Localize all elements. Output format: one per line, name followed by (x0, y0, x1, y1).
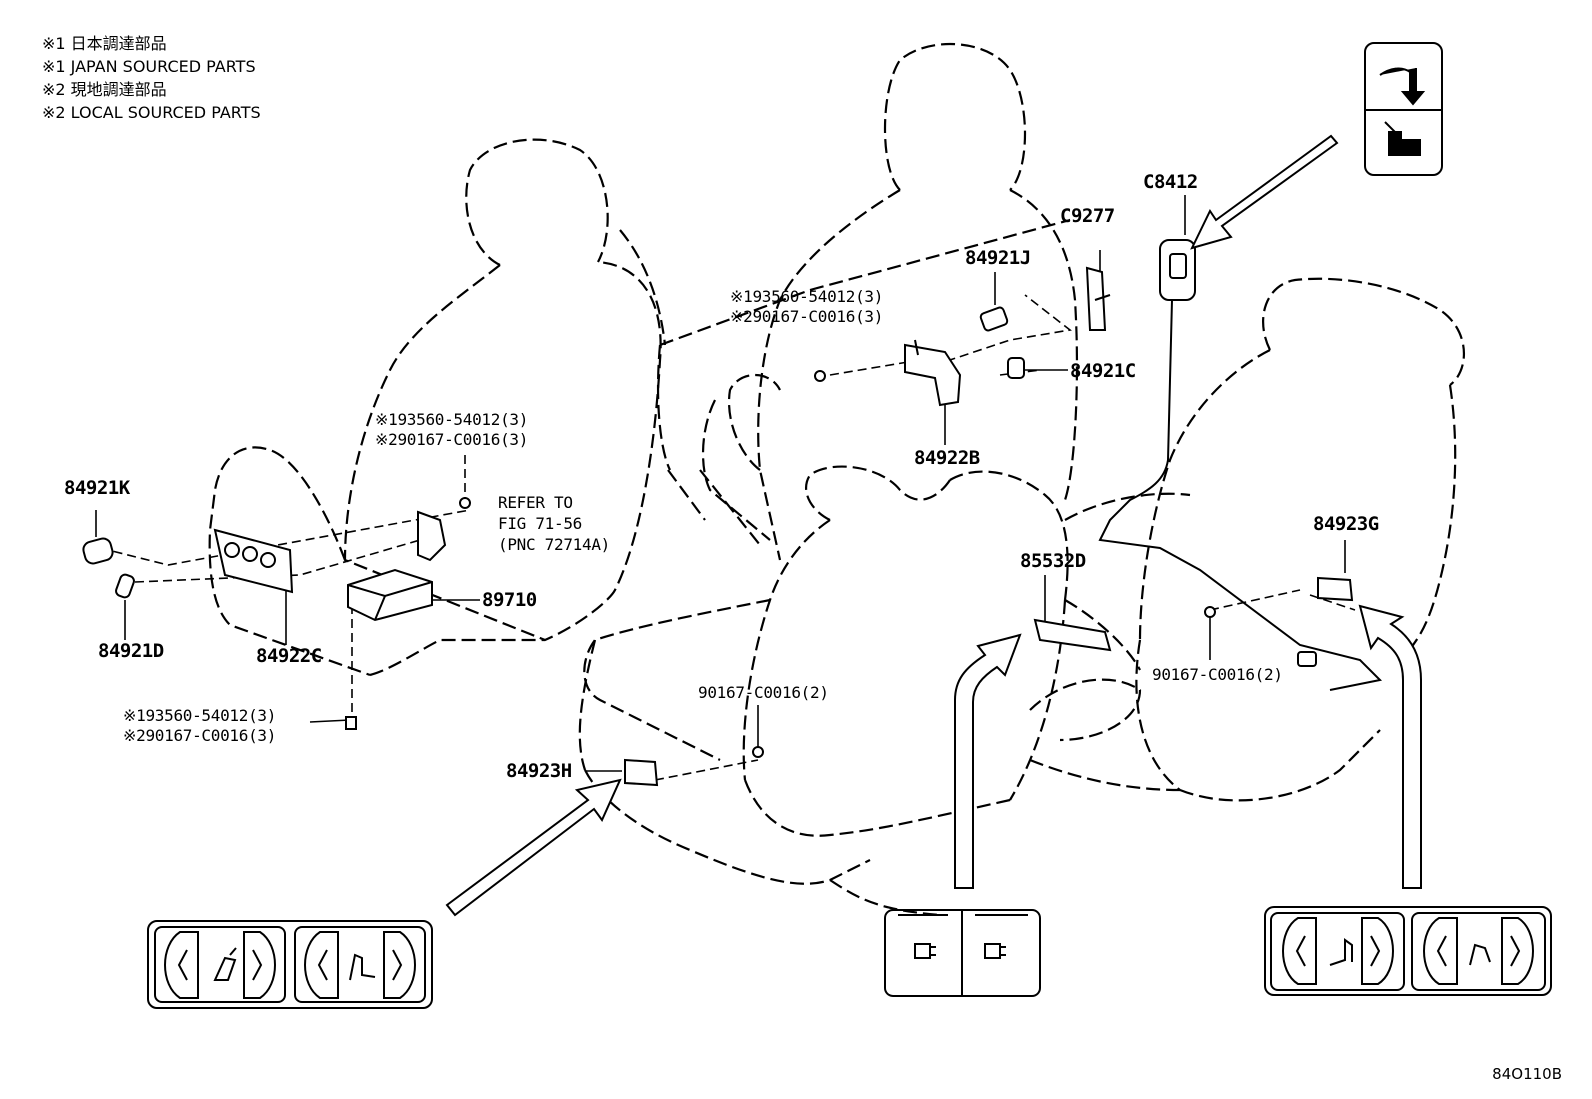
label-84922b[interactable]: 84922B (914, 447, 980, 469)
legend-line-4: ※2 LOCAL SOURCED PARTS (42, 103, 261, 122)
label-84921j[interactable]: 84921J (965, 247, 1031, 269)
inset-console-switch (884, 909, 1041, 997)
legend-line-2: ※1 JAPAN SOURCED PARTS (42, 57, 256, 76)
part-84923g-switch (1317, 576, 1354, 602)
part-84921j (979, 306, 1009, 332)
arrow-to-85532d (954, 633, 1022, 889)
label-84921d[interactable]: 84921D (98, 640, 164, 662)
c8412-cable (1098, 299, 1383, 691)
label-84921c[interactable]: 84921C (1070, 360, 1136, 382)
label-bolt-left-2[interactable]: ※290167-C0016(3) (375, 430, 529, 449)
middle-seat-outline (699, 42, 1079, 561)
arrow-to-84923g (1358, 604, 1422, 889)
part-84921d (115, 573, 135, 599)
label-screw-mid[interactable]: 90167-C0016(2) (698, 683, 829, 702)
screw-mid-icon (752, 746, 764, 758)
inset-lower-seat-switch (147, 920, 433, 1009)
label-84923g[interactable]: 84923G (1313, 513, 1379, 535)
part-84921c (1007, 357, 1025, 379)
bolt-top-icon (814, 370, 826, 382)
bolt-left-icon (459, 497, 471, 509)
label-bolt-top-1[interactable]: ※193560-54012(3) (730, 287, 884, 306)
refer-line-3[interactable]: (PNC 72714A) (498, 535, 610, 554)
screw-right-icon (1204, 606, 1216, 618)
arrow-to-84923h (445, 778, 622, 917)
label-bolt-top-2[interactable]: ※290167-C0016(3) (730, 307, 884, 326)
label-bolt-low-2[interactable]: ※290167-C0016(3) (123, 726, 277, 745)
label-85532d[interactable]: 85532D (1020, 550, 1086, 572)
label-84923h[interactable]: 84923H (506, 760, 572, 782)
illustration-code: 84O110B (1492, 1065, 1562, 1083)
refer-line-2[interactable]: FIG 71-56 (498, 514, 582, 533)
part-84921k (82, 537, 114, 565)
label-bolt-low-1[interactable]: ※193560-54012(3) (123, 706, 277, 725)
label-c8412[interactable]: C8412 (1143, 171, 1198, 193)
part-84923h-switch (624, 758, 659, 787)
inset-flip-switch (1364, 42, 1443, 176)
arrow-to-c8412 (1190, 134, 1339, 250)
label-84921k[interactable]: 84921K (64, 477, 130, 499)
left-seat-outline (208, 138, 667, 677)
label-84922c[interactable]: 84922C (256, 645, 322, 667)
refer-line-1: REFER TO (498, 493, 573, 512)
right-seat-outline (1029, 277, 1466, 802)
label-screw-right[interactable]: 90167-C0016(2) (1152, 665, 1283, 684)
label-c9277[interactable]: C9277 (1060, 205, 1115, 227)
legend-line-1: ※1 日本調達部品 (42, 34, 167, 53)
legend-line-3: ※2 現地調達部品 (42, 80, 167, 99)
sourcing-legend: ※1 日本調達部品 ※1 JAPAN SOURCED PARTS ※2 現地調達… (42, 32, 261, 124)
label-89710[interactable]: 89710 (482, 589, 537, 611)
inset-right-seat-switch (1264, 906, 1552, 996)
part-bracket-left (417, 510, 447, 562)
part-84922b-bracket (904, 343, 962, 407)
part-85532d-tray (1033, 618, 1112, 652)
bolt-lower-icon (345, 716, 357, 730)
label-bolt-left-1[interactable]: ※193560-54012(3) (375, 410, 529, 429)
